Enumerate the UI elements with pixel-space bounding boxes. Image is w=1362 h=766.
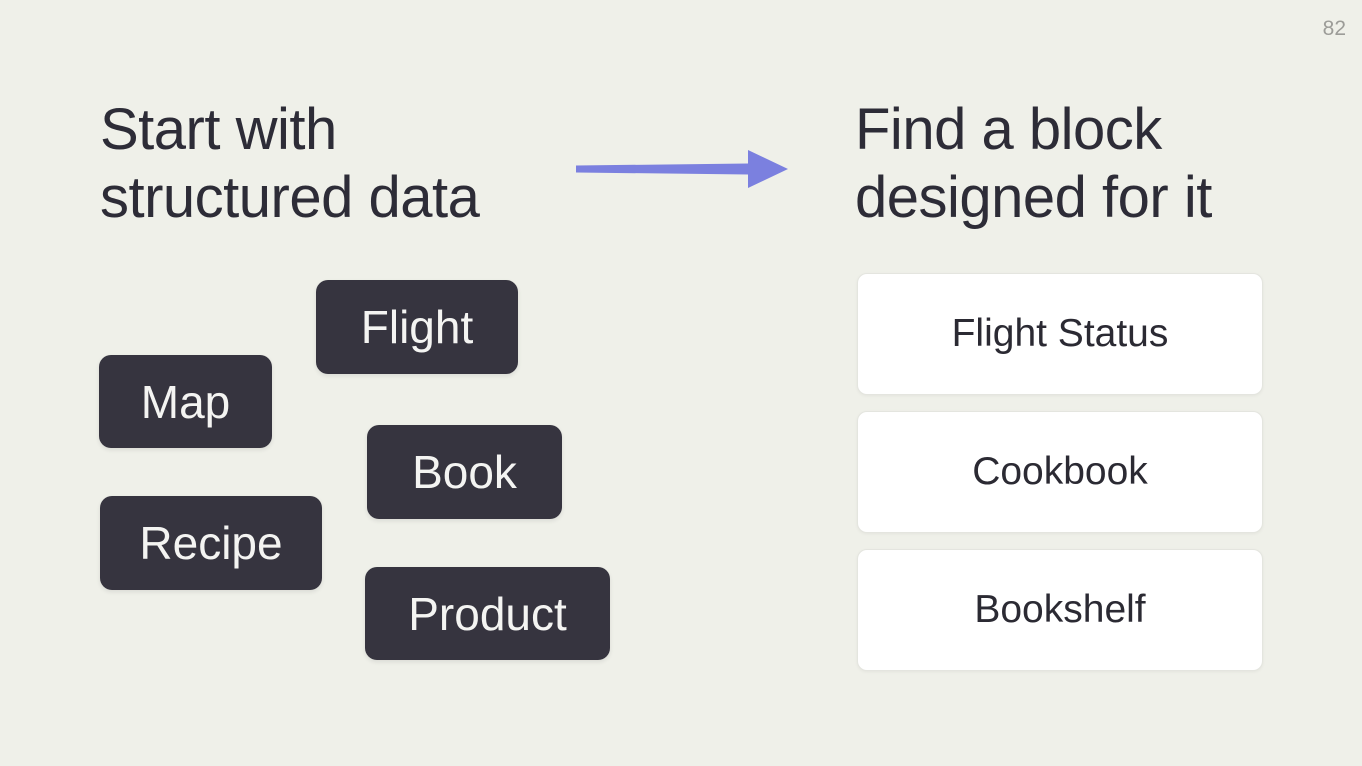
left-heading-line1: Start with [100, 97, 337, 162]
block-card-flight-status: Flight Status [857, 273, 1263, 395]
right-heading-line1: Find a block [855, 97, 1162, 162]
left-heading-line2: structured data [100, 165, 480, 230]
block-card-cookbook: Cookbook [857, 411, 1263, 533]
data-type-tag-flight: Flight [316, 280, 518, 374]
data-type-tag-recipe: Recipe [100, 496, 322, 590]
block-card-bookshelf: Bookshelf [857, 549, 1263, 671]
right-heading: Find a block designed for it [855, 96, 1212, 232]
left-heading: Start with structured data [100, 96, 480, 232]
data-type-tag-book: Book [367, 425, 562, 519]
right-heading-line2: designed for it [855, 165, 1212, 230]
data-type-tag-product: Product [365, 567, 610, 660]
data-type-tag-map: Map [99, 355, 272, 448]
right-arrow-icon [576, 150, 788, 188]
page-number: 82 [1322, 17, 1346, 40]
